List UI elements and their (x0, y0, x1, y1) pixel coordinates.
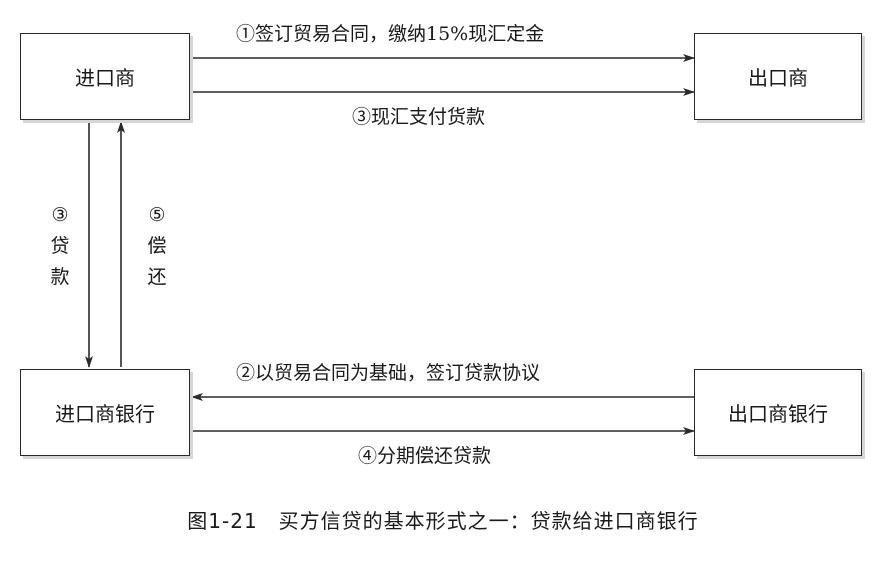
label-step3-loan: ③ 贷 款 (48, 206, 72, 299)
label-step5-repay-char: 还 (147, 266, 167, 288)
label-step5-repay-char: ⑤ (148, 204, 166, 226)
node-exporter-bank: 出口商银行 (694, 369, 862, 456)
node-exporter-label: 出口商 (748, 66, 808, 90)
node-importer-bank-label: 进口商银行 (55, 402, 155, 426)
node-exporter: 出口商 (694, 33, 862, 120)
label-step5-repay: ⑤ 偿 还 (145, 206, 169, 299)
label-step3-cash: ③现汇支付货款 (352, 106, 486, 128)
flow-arrows (85, 54, 695, 435)
label-step3-loan-char: 款 (50, 266, 70, 288)
label-step5-repay-char: 偿 (147, 235, 167, 257)
label-step3-loan-char: ③ (51, 204, 69, 226)
node-importer-bank: 进口商银行 (20, 369, 190, 456)
node-exporter-bank-label: 出口商银行 (728, 402, 828, 426)
node-importer-label: 进口商 (75, 66, 135, 90)
label-step2: ②以贸易合同为基础，签订贷款协议 (236, 362, 541, 384)
label-step3-loan-char: 贷 (50, 235, 70, 257)
node-importer: 进口商 (20, 33, 190, 120)
label-step1: ①签订贸易合同，缴纳15%现汇定金 (236, 23, 545, 45)
figure-caption: 图1-21 买方信贷的基本形式之一：贷款给进口商银行 (187, 509, 699, 533)
label-step4: ④分期偿还贷款 (358, 445, 492, 467)
